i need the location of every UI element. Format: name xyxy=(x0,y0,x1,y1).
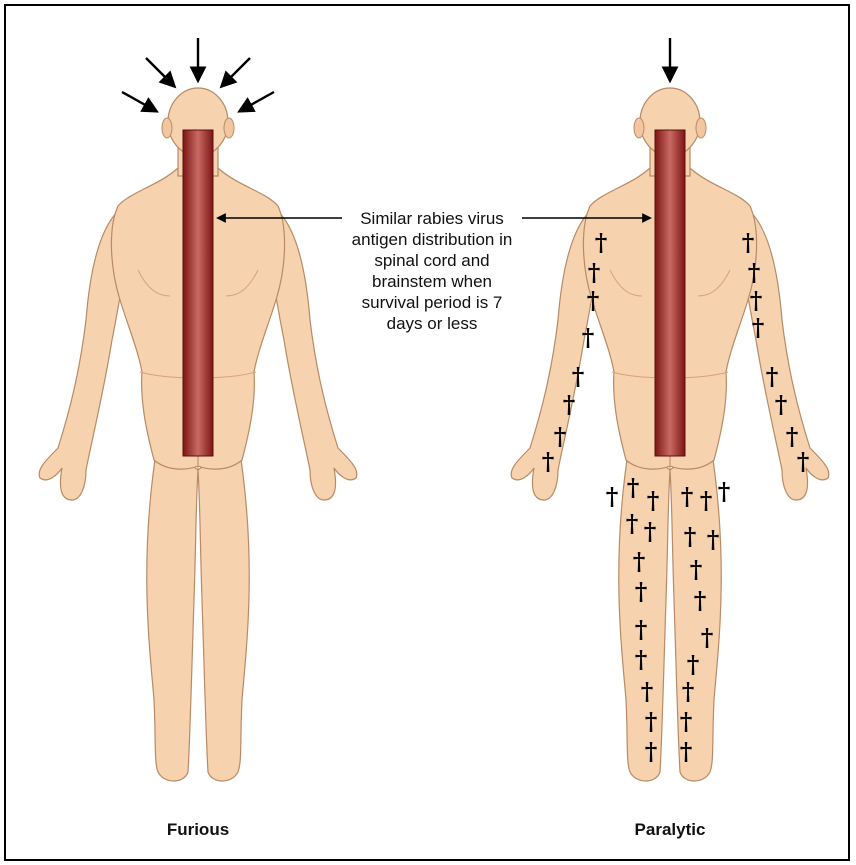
callout-line: antigen distribution in xyxy=(336,229,528,250)
dagger-icon: † xyxy=(627,473,640,502)
dagger-icon: † xyxy=(588,258,601,287)
dagger-icon: † xyxy=(718,477,731,506)
furious-figure xyxy=(39,88,357,781)
arrow-icon xyxy=(146,58,174,86)
dagger-icon: † xyxy=(742,228,755,257)
dagger-icon: † xyxy=(694,586,707,615)
dagger-icon: † xyxy=(752,313,765,342)
furious-spinal-cord xyxy=(183,130,213,456)
arrow-icon xyxy=(222,58,250,86)
callout-line: survival period is 7 xyxy=(336,292,528,313)
dagger-icon: † xyxy=(700,486,713,515)
dagger-icon: † xyxy=(701,623,714,652)
dagger-icon: † xyxy=(563,390,576,419)
dagger-icon: † xyxy=(626,509,639,538)
dagger-icon: † xyxy=(766,362,779,391)
dagger-icon: † xyxy=(682,677,695,706)
dagger-icon: † xyxy=(633,547,646,576)
dagger-icon: † xyxy=(681,482,694,511)
dagger-icon: † xyxy=(641,677,654,706)
dagger-icon: † xyxy=(635,577,648,606)
paralytic-label: Paralytic xyxy=(590,820,750,840)
dagger-icon: † xyxy=(635,615,648,644)
dagger-icon: † xyxy=(684,522,697,551)
callout-text: Similar rabies virus antigen distributio… xyxy=(336,208,528,334)
dagger-icon: † xyxy=(647,486,660,515)
dagger-icon: † xyxy=(645,707,658,736)
callout-line: days or less xyxy=(336,313,528,334)
dagger-icon: † xyxy=(680,737,693,766)
dagger-icon: † xyxy=(572,362,585,391)
paralytic-spinal-cord xyxy=(655,130,685,456)
dagger-icon: † xyxy=(797,447,810,476)
callout-line: brainstem when xyxy=(336,271,528,292)
furious-label: Furious xyxy=(118,820,278,840)
dagger-icon: † xyxy=(542,447,555,476)
callout-line: spinal cord and xyxy=(336,250,528,271)
dagger-icon: † xyxy=(645,737,658,766)
dagger-icon: † xyxy=(690,555,703,584)
dagger-icon: † xyxy=(554,422,567,451)
dagger-icon: † xyxy=(595,228,608,257)
dagger-icon: † xyxy=(644,517,657,546)
dagger-icon: † xyxy=(606,482,619,511)
dagger-icon: † xyxy=(587,286,600,315)
dagger-icon: † xyxy=(582,323,595,352)
dagger-icon: † xyxy=(635,645,648,674)
callout-line: Similar rabies virus xyxy=(336,208,528,229)
dagger-icon: † xyxy=(750,286,763,315)
dagger-icon: † xyxy=(687,650,700,679)
dagger-icon: † xyxy=(775,390,788,419)
dagger-icon: † xyxy=(680,707,693,736)
dagger-icon: † xyxy=(748,258,761,287)
arrow-icon xyxy=(240,92,274,111)
dagger-icon: † xyxy=(707,525,720,554)
arrow-icon xyxy=(122,92,156,111)
